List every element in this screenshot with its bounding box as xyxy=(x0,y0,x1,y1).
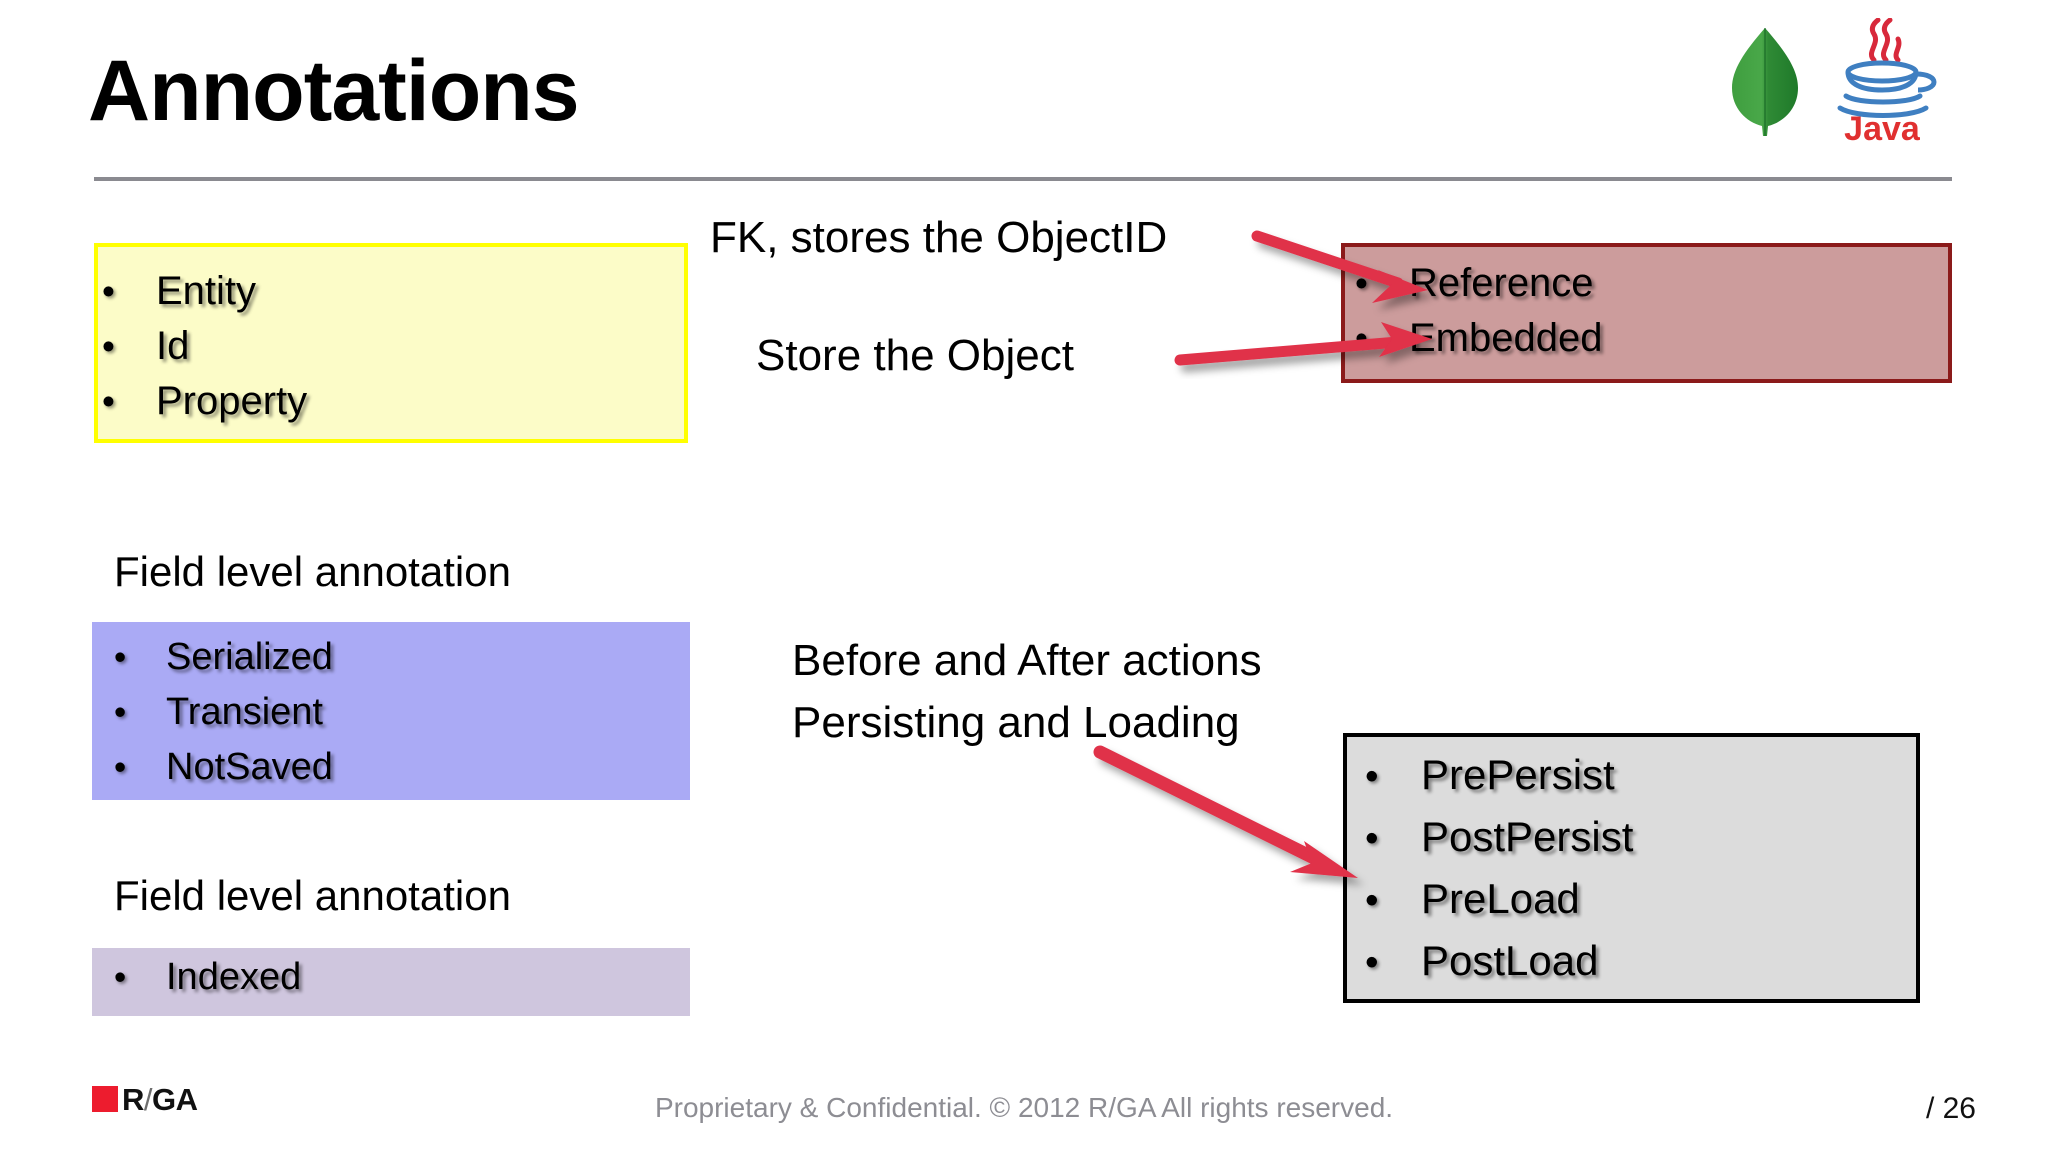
list-item: • Embedded xyxy=(1355,316,1948,371)
rga-square-icon xyxy=(92,1086,118,1112)
bullet-icon: • xyxy=(102,326,115,367)
java-icon: Java xyxy=(1837,18,1937,143)
annotation-label: Reference xyxy=(1409,261,1594,305)
mongodb-leaf-icon xyxy=(1732,28,1798,136)
field-level-annotation-list-2: • Indexed xyxy=(92,948,690,1011)
callout-lifecycle-line-2: Persisting and Loading xyxy=(792,698,1240,747)
annotation-label: Serialized xyxy=(166,636,333,678)
callout-lifecycle-label: Before and After actions Persisting and … xyxy=(792,630,1262,754)
bullet-icon: • xyxy=(1355,318,1368,359)
relationship-annotation-box: • Reference • Embedded xyxy=(1341,243,1952,383)
rga-letter-r: R xyxy=(122,1081,144,1117)
java-wordmark: Java xyxy=(1844,110,1921,143)
rga-letters-ga: GA xyxy=(152,1081,198,1117)
bullet-icon: • xyxy=(1365,941,1379,984)
bullet-icon: • xyxy=(114,748,127,787)
annotation-label: PrePersist xyxy=(1421,751,1615,798)
page-title: Annotations xyxy=(88,43,580,139)
logo-group: Java xyxy=(1724,18,1954,143)
bullet-icon: • xyxy=(1365,755,1379,798)
bullet-icon: • xyxy=(102,271,115,312)
field-level-annotation-box-1: • Serialized • Transient • NotSaved xyxy=(92,622,690,800)
list-item: • Id xyxy=(102,324,684,379)
lifecycle-annotation-list: • PrePersist • PostPersist • PreLoad • P… xyxy=(1347,737,1916,999)
annotation-label: Id xyxy=(156,324,190,368)
annotation-label: Property xyxy=(156,379,308,423)
annotation-label: PreLoad xyxy=(1421,875,1580,922)
bullet-icon: • xyxy=(1355,263,1368,304)
annotation-label: Transient xyxy=(166,691,323,733)
list-item: • NotSaved xyxy=(114,746,690,801)
bullet-icon: • xyxy=(114,638,127,677)
lifecycle-annotation-box: • PrePersist • PostPersist • PreLoad • P… xyxy=(1343,733,1920,1003)
list-item: • PostPersist xyxy=(1365,813,1916,875)
annotation-label: Indexed xyxy=(166,956,302,998)
class-level-annotation-box: • Entity • Id • Property xyxy=(94,243,688,443)
annotation-label: Embedded xyxy=(1409,316,1603,360)
list-item: • PostLoad xyxy=(1365,937,1916,999)
footer-copyright: Proprietary & Confidential. © 2012 R/GA … xyxy=(654,1092,1394,1123)
class-level-annotation-list: • Entity • Id • Property xyxy=(98,247,684,434)
bullet-icon: • xyxy=(1365,879,1379,922)
annotation-label: Entity xyxy=(156,269,257,313)
bullet-icon: • xyxy=(1365,817,1379,860)
callout-fk-label: FK, stores the ObjectID xyxy=(710,213,1168,262)
list-item: • Entity xyxy=(102,269,684,324)
relationship-annotation-list: • Reference • Embedded xyxy=(1345,247,1948,371)
list-item: • Reference xyxy=(1355,261,1948,316)
annotation-label: PostLoad xyxy=(1421,937,1599,984)
bullet-icon: • xyxy=(114,958,127,997)
header-divider xyxy=(94,177,1952,181)
list-item: • Property xyxy=(102,379,684,434)
field-level-annotation-list-1: • Serialized • Transient • NotSaved xyxy=(92,622,690,801)
annotation-label: NotSaved xyxy=(166,746,333,788)
field-level-annotation-label-1: Field level annotation xyxy=(114,548,511,595)
list-item: • Serialized xyxy=(114,636,690,691)
bullet-icon: • xyxy=(114,693,127,732)
field-level-annotation-label-2: Field level annotation xyxy=(114,872,511,919)
list-item: • PreLoad xyxy=(1365,875,1916,937)
rga-slash: / xyxy=(143,1081,153,1117)
list-item: • PrePersist xyxy=(1365,751,1916,813)
rga-wordmark: R/GA xyxy=(122,1084,198,1115)
arrow-lifecycle xyxy=(1093,745,1358,878)
callout-store-label: Store the Object xyxy=(756,331,1074,380)
bullet-icon: • xyxy=(102,381,115,422)
annotation-label: PostPersist xyxy=(1421,813,1634,860)
footer-page-number: / 26 xyxy=(1925,1092,1976,1125)
list-item: • Indexed xyxy=(114,956,690,1011)
field-level-annotation-box-2: • Indexed xyxy=(92,948,690,1016)
list-item: • Transient xyxy=(114,691,690,746)
callout-lifecycle-line-1: Before and After actions xyxy=(792,636,1262,685)
rga-logo: R/GA xyxy=(92,1082,198,1116)
